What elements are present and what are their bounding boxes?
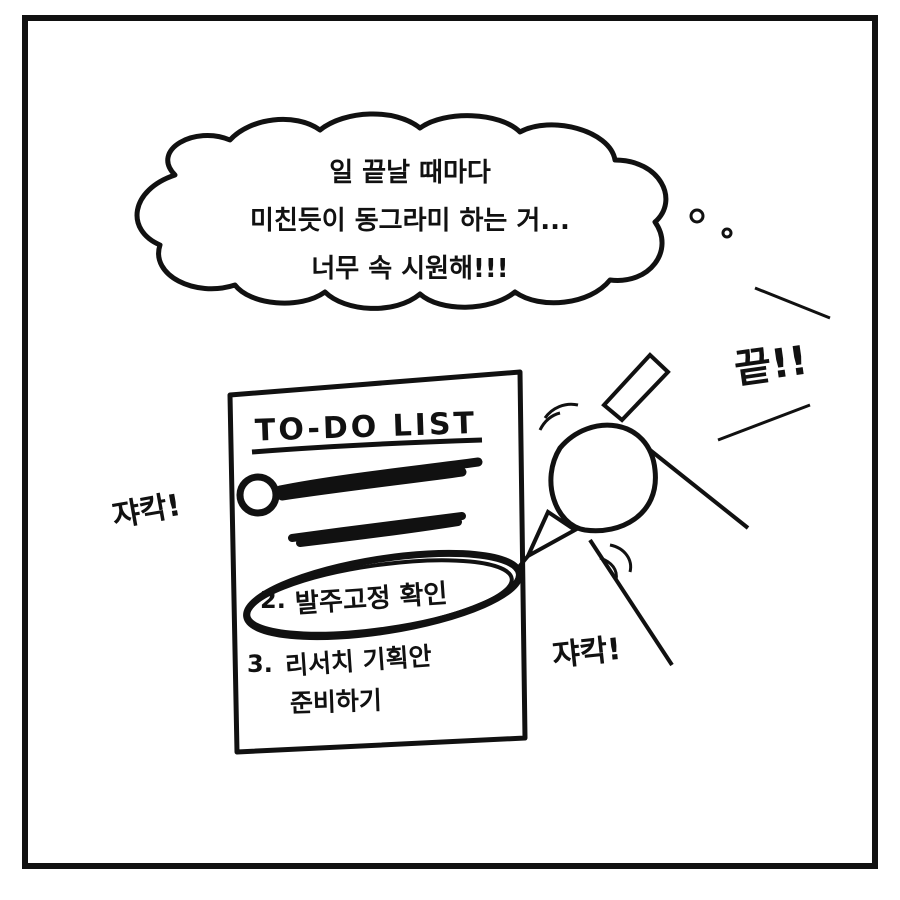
arm-line (648, 448, 750, 530)
thought-dot-large (689, 208, 705, 224)
title-underline (251, 437, 483, 455)
item-4-number: 3. (247, 650, 273, 678)
sfx-right: 쟈칵! (551, 632, 623, 674)
pen-tip (523, 509, 579, 561)
speed-line (717, 403, 811, 442)
thought-line-3: 너무 속 시원해!!! (311, 254, 508, 284)
item-1-number-circle (236, 473, 280, 517)
todo-paper: TO-DO LIST … … 2. 발주고정 확인 3. 리서치 기획안 준비하… (227, 369, 528, 755)
pen-nib (516, 554, 530, 570)
speed-line (754, 286, 831, 320)
pen-barrel (601, 352, 671, 423)
hand-with-pen (516, 352, 750, 667)
motion-mark (538, 402, 579, 431)
thought-line-1: 일 끝날 때마다 (329, 158, 491, 188)
sfx-done: 끝!! (732, 338, 811, 394)
thought-bubble: 일 끝날 때마다 미친듯이 동그라미 하는 거... 너무 속 시원해!!! (134, 111, 669, 311)
thought-line-2: 미친듯이 동그라미 하는 거... (250, 206, 570, 236)
strike-scribble (275, 457, 483, 501)
completion-circle (246, 558, 514, 636)
thought-dot-small (721, 227, 733, 239)
strike-scribble (288, 512, 466, 547)
motion-mark (599, 543, 633, 581)
hand-fist (548, 422, 658, 534)
item-5-text: 준비하기 (289, 686, 382, 718)
